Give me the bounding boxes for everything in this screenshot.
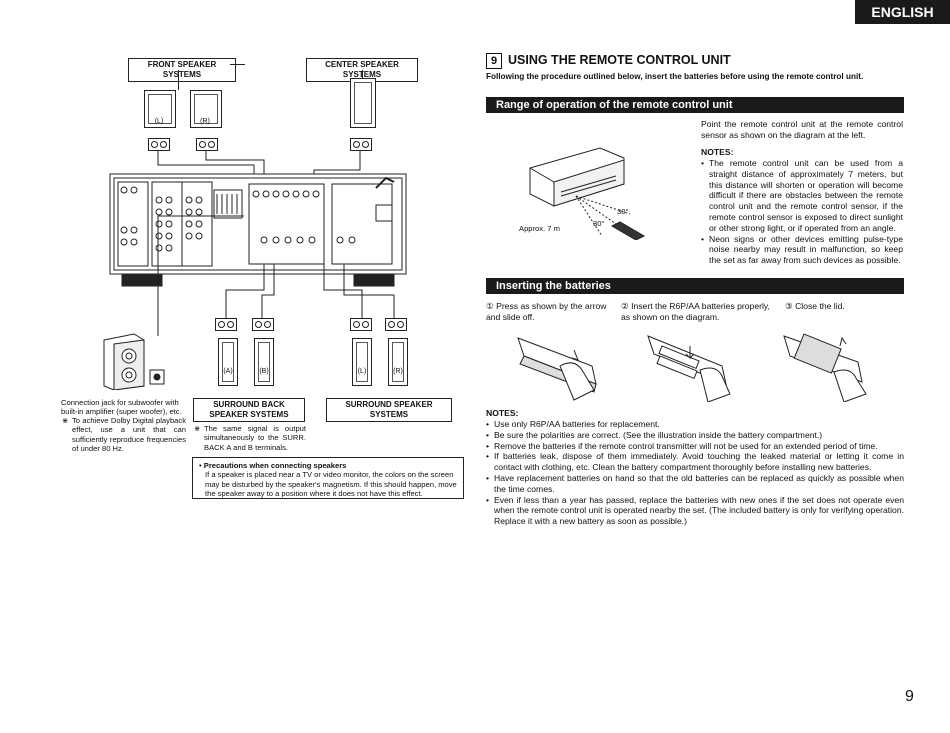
front-left-label: (L) <box>154 118 164 125</box>
subwoofer-note: Connection jack for subwoofer with built… <box>61 398 182 417</box>
section-title: USING THE REMOTE CONTROL UNIT <box>508 53 731 67</box>
surround-left-speaker <box>352 338 372 386</box>
surround-label: SURROUND SPEAKER SYSTEMS <box>326 398 452 422</box>
surround-right-label: (R) <box>393 368 403 375</box>
range-note: The remote control unit can be used from… <box>701 158 903 234</box>
center-speaker <box>350 78 376 128</box>
precaution-text: If a speaker is placed near a TV or vide… <box>205 470 457 499</box>
surround-back-a-speaker <box>218 338 238 386</box>
range-text: Point the remote control unit at the rem… <box>701 119 903 140</box>
section-heading: 9 USING THE REMOTE CONTROL UNIT <box>486 51 906 69</box>
remote-range-illustration <box>529 147 646 240</box>
sb-a-label: (A) <box>223 368 233 375</box>
range-notes-title: NOTES: <box>701 147 734 157</box>
battery-step-3-illustration <box>783 333 867 402</box>
battery-note: Remove the batteries if the remote contr… <box>486 441 904 452</box>
battery-step-2-illustration <box>647 335 731 402</box>
surround-back-note: ⋇ The same signal is output simultaneous… <box>194 424 306 452</box>
page-number: 9 <box>905 688 914 705</box>
surround-right-speaker <box>388 338 408 386</box>
front-left-speaker <box>144 90 176 128</box>
battery-note: Be sure the polarities are correct. (See… <box>486 430 904 441</box>
battery-note: Have replacement batteries on hand so th… <box>486 473 904 495</box>
battery-step-3: ③ Close the lid. <box>785 301 845 311</box>
note-mark-icon: ⋇ <box>194 424 201 433</box>
front-right-label: (R) <box>200 118 210 125</box>
range-distance-label: Approx. 7 m <box>519 224 560 233</box>
range-bar: Range of operation of the remote control… <box>486 97 904 113</box>
note-mark-icon: ⋇ <box>62 416 69 425</box>
battery-note: Even if less than a year has passed, rep… <box>486 495 904 527</box>
section-number: 9 <box>486 53 502 69</box>
front-right-terminal <box>196 138 218 151</box>
battery-note: Use only R6P/AA batteries for replacemen… <box>486 419 904 430</box>
receiver-rear-panel <box>109 150 407 336</box>
range-angle-2: 30° <box>593 219 605 228</box>
precaution-title: • Precautions when connecting speakers <box>199 461 347 470</box>
sb-b-terminal <box>252 318 274 331</box>
center-terminal <box>350 138 372 151</box>
surround-right-terminal <box>385 318 407 331</box>
front-speaker-label: FRONT SPEAKER SYSTEMS <box>128 58 236 82</box>
battery-notes-title: NOTES: <box>486 408 519 418</box>
subwoofer-illustration <box>103 333 165 390</box>
section-intro: Following the procedure outlined below, … <box>486 72 864 81</box>
front-right-speaker <box>190 90 222 128</box>
range-notes: The remote control unit can be used from… <box>701 158 903 266</box>
battery-notes: Use only R6P/AA batteries for replacemen… <box>486 419 904 527</box>
sb-a-terminal <box>215 318 237 331</box>
front-left-terminal <box>148 138 170 151</box>
surround-left-terminal <box>350 318 372 331</box>
range-angle-1: 30° <box>617 207 629 216</box>
surround-left-label: (L) <box>357 368 367 375</box>
surround-back-b-speaker <box>254 338 274 386</box>
sb-b-label: (B) <box>259 368 269 375</box>
battery-step-1: ① Press as shown by the arrow and slide … <box>486 301 607 322</box>
battery-step-2: ② Insert the R6P/AA batteries properly, … <box>621 301 770 322</box>
battery-step-1-illustration <box>517 337 597 401</box>
subwoofer-note-2: ⋇ To achieve Dolby Digital playback effe… <box>62 416 186 454</box>
batteries-bar: Inserting the batteries <box>486 278 904 294</box>
precaution-box: • Precautions when connecting speakers I… <box>192 457 464 499</box>
battery-note: If batteries leak, dispose of them immed… <box>486 451 904 473</box>
language-tab: ENGLISH <box>855 0 950 24</box>
range-note: Neon signs or other devices emitting pul… <box>701 234 903 266</box>
surround-back-label: SURROUND BACK SPEAKER SYSTEMS <box>193 398 305 422</box>
